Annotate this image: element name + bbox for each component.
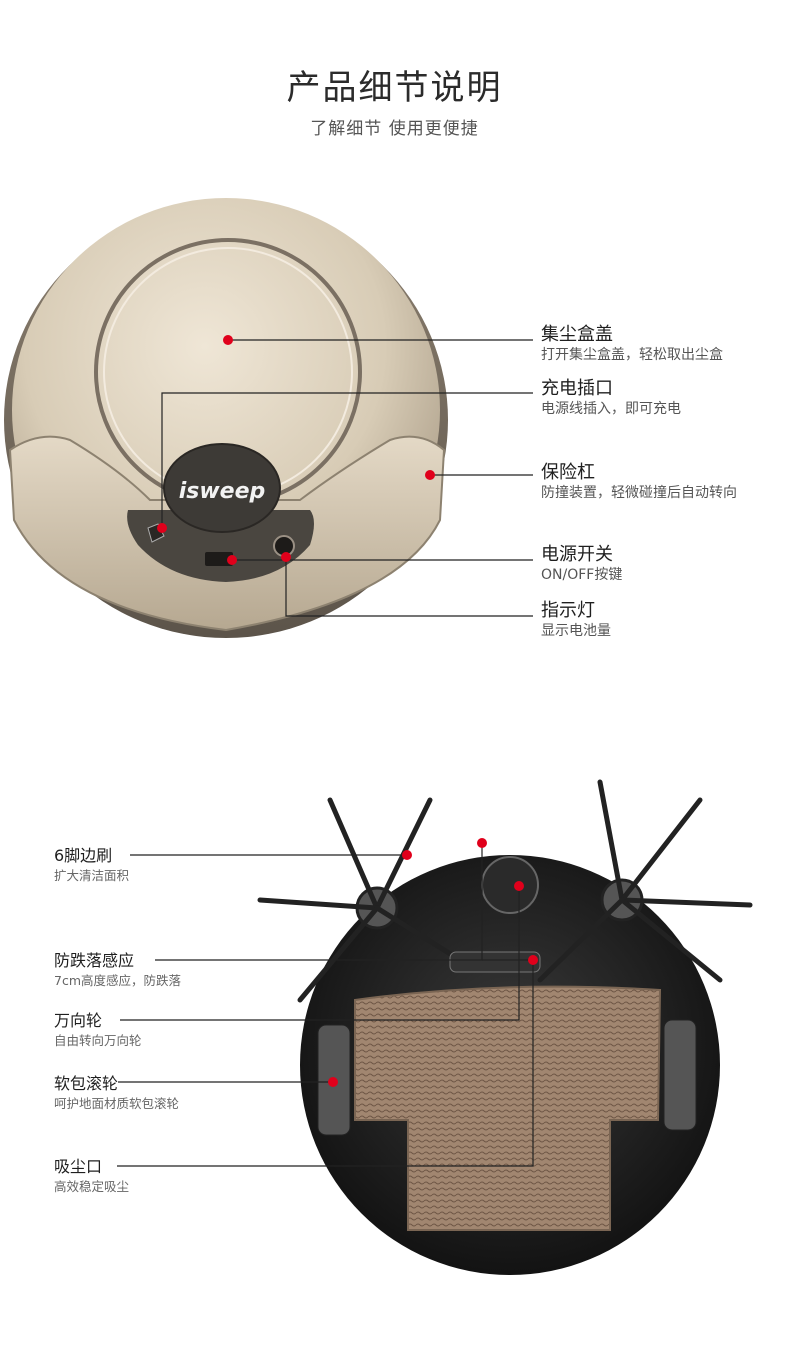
callout-label: 电源开关 [541,544,613,565]
page-title: 产品细节说明 [286,68,503,108]
cliff-sensor-slot [449,951,541,973]
callout-desc: ON/OFF按键 [541,567,623,583]
top-leader-lines [161,339,533,617]
page-subtitle: 了解细节 使用更便捷 [310,119,479,139]
callout-label: 保险杠 [541,462,595,483]
bottom-markers [328,838,538,1087]
callout-desc: 防撞装置，轻微碰撞后自动转向 [541,485,737,501]
callout-label: 6脚边刷 [54,846,113,865]
callout-label: 指示灯 [541,600,595,621]
callout-desc: 高效稳定吸尘 [54,1179,130,1194]
callout-desc: 扩大清洁面积 [54,868,130,883]
callout-cliff-sensor: 防跌落感应 7cm高度感应，防跌落 [54,950,181,990]
brand-logo: isweep [179,479,266,504]
callout-soft-wheel: 软包滚轮 呵护地面材质软包滚轮 [54,1073,179,1113]
callout-desc: 显示电池量 [541,623,611,639]
callout-desc: 打开集尘盒盖，轻松取出尘盒 [541,347,723,363]
callout-charge-port: 充电插口 电源线插入，即可充电 [541,378,681,418]
callout-label: 充电插口 [541,378,613,399]
bottom-robot-illustration [117,779,753,1275]
callout-label: 集尘盒盖 [541,324,613,345]
callout-bumper: 保险杠 防撞装置，轻微碰撞后自动转向 [541,462,737,502]
callout-desc: 7cm高度感应，防跌落 [54,973,182,988]
callout-side-brush: 6脚边刷 扩大清洁面积 [54,845,129,885]
callout-suction-port: 吸尘口 高效稳定吸尘 [54,1156,129,1196]
control-panel [127,510,314,582]
callout-label: 万向轮 [54,1011,103,1030]
power-switch [205,552,233,566]
top-robot-illustration: isweep [4,198,533,638]
callout-desc: 呵护地面材质软包滚轮 [54,1096,180,1111]
callout-label: 软包滚轮 [54,1074,119,1093]
callout-label: 吸尘口 [54,1157,103,1176]
callout-caster-wheel: 万向轮 自由转向万向轮 [54,1010,142,1050]
callout-desc: 电源线插入，即可充电 [541,401,681,417]
top-device-section: isweep 集尘盒盖 打开集尘盒盖，轻松取出尘盒 充电插口 电源线插入，即可充… [4,198,737,640]
callout-dust-lid: 集尘盒盖 打开集尘盒盖，轻松取出尘盒 [541,324,723,364]
caster-wheel [481,856,539,914]
logo-badge [163,443,281,533]
top-markers [157,335,435,565]
callout-power-switch: 电源开关 ON/OFF按键 [541,544,622,584]
bottom-device-section: 6脚边刷 扩大清洁面积 防跌落感应 7cm高度感应，防跌落 万向轮 自由转向万向… [0,760,789,1345]
callout-label: 防跌落感应 [54,951,135,970]
side-brush-bristles [257,779,753,1003]
bottom-leader-lines [117,843,534,1167]
callout-desc: 自由转向万向轮 [54,1033,142,1048]
mop-pad [354,985,662,1231]
right-wheel [663,1019,697,1131]
callout-indicator: 指示灯 显示电池量 [541,600,611,640]
